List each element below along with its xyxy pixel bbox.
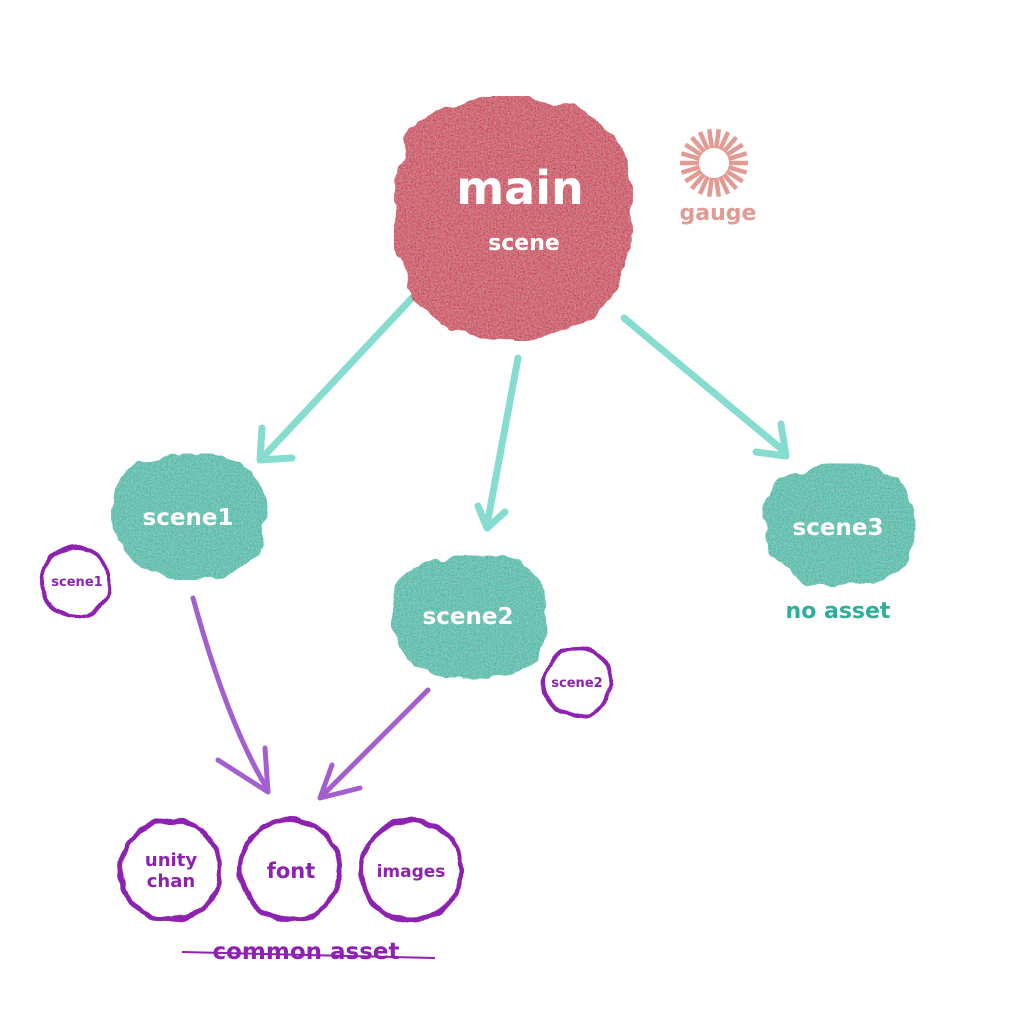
- main-to-scene2-arrow: [474, 354, 522, 532]
- gauge-ray: [713, 177, 722, 198]
- gauge-ray: [718, 131, 731, 151]
- common-asset-caption-text: common asset: [212, 939, 399, 965]
- gauge-ray: [706, 128, 715, 149]
- gauge-indicator: gauge: [680, 128, 757, 226]
- gauge-ray: [697, 131, 710, 151]
- scene2-label: scene2: [423, 604, 514, 630]
- gauge-label: gauge: [680, 201, 757, 226]
- scene3-note: no asset: [786, 599, 891, 624]
- scene3-label: scene3: [793, 515, 884, 541]
- unity-chan-label-line1: unity: [145, 850, 197, 871]
- main-title: main: [456, 161, 584, 215]
- gauge-ray: [718, 175, 731, 195]
- gauge-ray: [684, 169, 703, 184]
- gauge-ray: [680, 165, 701, 175]
- scene2-bundle-label: scene2: [551, 676, 602, 691]
- gauge-ray: [725, 169, 744, 184]
- main-subtitle: scene: [488, 231, 560, 256]
- gauge-ray: [722, 135, 738, 154]
- main-to-scene1-arrow: [256, 294, 416, 464]
- gauge-ray: [684, 142, 703, 157]
- scene2-to-common-asset-arrow: [317, 687, 431, 801]
- gauge-ray: [725, 142, 744, 157]
- gauge-ray: [727, 151, 748, 161]
- gauge-ray: [690, 135, 706, 154]
- gauge-ray: [697, 175, 710, 195]
- gauge-ray: [706, 177, 715, 198]
- images-label: images: [377, 862, 446, 882]
- scene1-label: scene1: [143, 505, 234, 531]
- scene2-bundle: scene2: [541, 646, 613, 718]
- unity-chan-label-line2: chan: [147, 871, 195, 892]
- common-asset-font: font: [237, 817, 343, 923]
- common-asset-caption: common asset: [181, 939, 436, 965]
- gauge-ray: [727, 165, 748, 175]
- main-to-scene3-arrow: [620, 314, 790, 460]
- scene1-to-common-asset-arrow: [190, 595, 271, 795]
- scene2-node: scene2: [391, 553, 548, 680]
- gauge-ray: [713, 128, 722, 149]
- gauge-ray: [680, 151, 701, 161]
- main-scene-node: main scene: [394, 96, 633, 341]
- font-label: font: [267, 859, 316, 883]
- common-asset-unity-chan: unity chan: [117, 817, 223, 923]
- scene3-node: scene3: [762, 463, 916, 588]
- gauge-ray: [722, 172, 738, 191]
- gauge-ray: [690, 172, 706, 191]
- scene1-bundle-label: scene1: [51, 575, 102, 590]
- gauge-icon: [680, 128, 748, 198]
- common-asset-images: images: [358, 817, 464, 923]
- scene1-node: scene1: [111, 453, 268, 580]
- scene1-bundle: scene1: [40, 546, 112, 618]
